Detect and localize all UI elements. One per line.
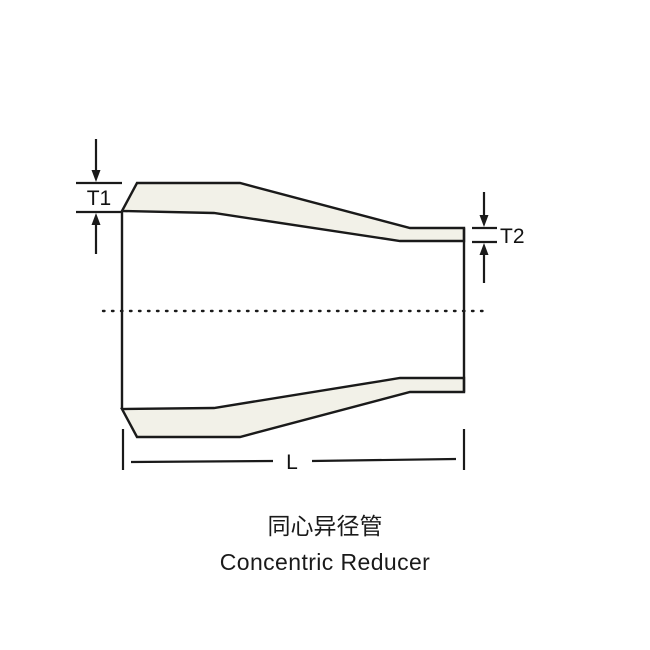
dimension-t1: T1: [76, 139, 122, 254]
caption-english: Concentric Reducer: [220, 549, 430, 575]
t1-arrow-up-icon: [91, 213, 101, 254]
length-label: L: [286, 451, 298, 474]
length-line-left-segment: [130, 459, 274, 464]
caption-block: 同心异径管 Concentric Reducer: [220, 514, 430, 575]
t1-label: T1: [87, 187, 112, 210]
length-line-right-segment: [311, 457, 457, 463]
t2-arrow-up-icon: [479, 243, 489, 283]
t1-arrow-down-icon: [91, 139, 101, 182]
t2-label: T2: [500, 225, 525, 248]
dimension-t2: T2: [472, 192, 525, 283]
t2-arrow-down-icon: [479, 192, 489, 227]
dimension-length: L: [121, 429, 466, 474]
caption-chinese: 同心异径管: [268, 514, 383, 540]
